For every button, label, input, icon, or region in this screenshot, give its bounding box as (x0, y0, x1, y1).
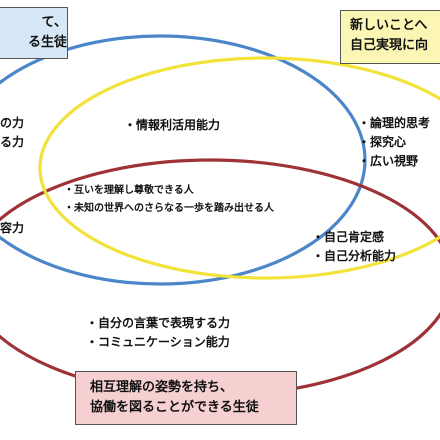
label-item: ・コミュニケーション能力 (86, 335, 230, 349)
label-item: ・自己肯定感 (312, 230, 385, 244)
right-top-labels: ・論理的思考 ・探究心 ・広い視野 (358, 114, 430, 171)
blue-ellipse (0, 34, 367, 286)
center-overlap-labels: ・互いを理解し尊敬できる人 ・未知の世界へのさらなる一歩を踏み出せる人 (64, 182, 274, 218)
blue-box: て、 る生徒 (0, 7, 68, 59)
label-item: ・論理的思考 (358, 116, 431, 130)
yellow-ellipse (38, 56, 440, 280)
blue-box-line: る生徒 (27, 35, 67, 50)
red-box: 相互理解の姿勢を持ち、 協働を図ることができる生徒 (75, 371, 297, 425)
label-item: る力 (0, 135, 25, 149)
label-item: の力 (0, 116, 25, 130)
label-item: ・未知の世界へのさらなる一歩を踏み出せる人 (64, 203, 274, 214)
label-item: ・探究心 (358, 135, 407, 149)
yellow-box-line: 自己実現に向 (350, 38, 429, 53)
left-mid-labels: 容力 (0, 219, 24, 238)
label-item: 容力 (0, 221, 25, 235)
blue-box-line: て、 (41, 15, 67, 30)
label-item: ・情報利活用能力 (124, 118, 221, 132)
red-box-line: 相互理解の姿勢を持ち、 (90, 380, 234, 395)
left-top-labels: の力 る力 (0, 114, 24, 152)
label-item: ・自己分析能力 (312, 249, 397, 263)
label-item: ・広い視野 (358, 154, 419, 168)
red-box-line: 協働を図ることができる生徒 (90, 400, 259, 415)
label-item: ・互いを理解し尊敬できる人 (64, 185, 194, 196)
right-mid-labels: ・自己肯定感 ・自己分析能力 (312, 228, 396, 266)
bottom-center-labels: ・自分の言葉で表現する力 ・コミュニケーション能力 (86, 314, 230, 352)
yellow-box: 新しいことへ 自己実現に向 (340, 10, 440, 64)
top-center-labels: ・情報利活用能力 (124, 116, 220, 135)
yellow-box-line: 新しいことへ (350, 18, 428, 33)
label-item: ・自分の言葉で表現する力 (86, 316, 231, 330)
